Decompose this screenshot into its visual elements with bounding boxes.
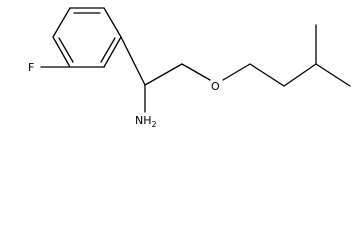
ring-bond-3 [103,36,122,68]
c1-c2-bond [249,63,285,87]
benzene-ring [52,7,122,68]
amine-label: NH2 [135,114,157,129]
structure-diagram: F NH2 O [28,7,351,129]
ring-to-ch-bond [120,36,146,86]
ch2-o-bond [181,63,211,81]
oxygen-label: O [211,80,220,93]
ring-double-3 [58,37,74,63]
fluorine-label: F [28,61,34,74]
ring-double-2 [100,37,116,63]
c2-c3-bond [283,63,317,87]
molecule-svg: F NH2 O [28,7,351,129]
c3-methyl-right-bond [315,63,351,87]
ring-bond-6 [52,7,71,38]
ch-ch2-bond [144,63,183,86]
o-c1-bond [222,63,251,81]
ring-bond-5 [52,36,71,68]
ring-bond-2 [103,7,122,38]
